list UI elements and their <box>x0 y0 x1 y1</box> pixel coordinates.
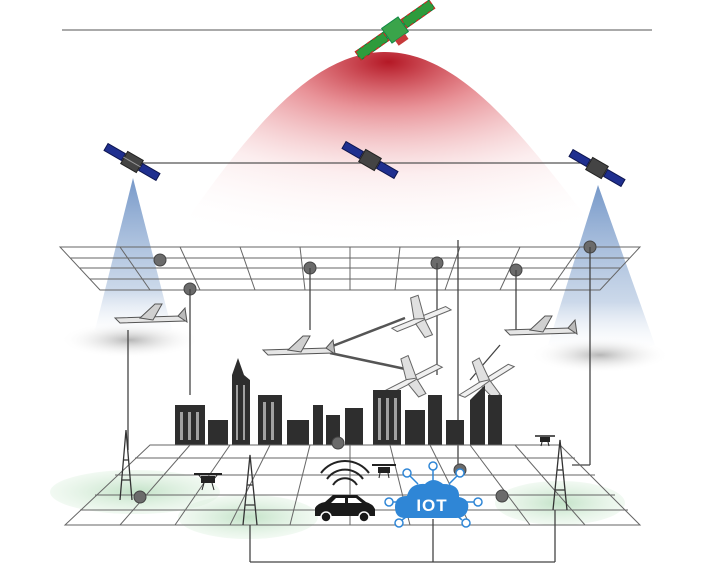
uav-links <box>329 316 411 372</box>
right-cone-shadow <box>530 337 670 373</box>
leo-satellite-icon <box>341 140 399 180</box>
cell-tower-icon <box>552 439 568 511</box>
cell-tower-icon <box>242 454 258 526</box>
aerial-node <box>153 253 167 267</box>
left-cone-shadow <box>60 322 200 358</box>
uav-icon <box>390 294 453 339</box>
iot-cloud-icon: IOT <box>384 461 483 528</box>
right-coverage-cone <box>548 185 655 353</box>
geo-satellite-icon <box>354 0 436 61</box>
city-skyline-icon <box>175 358 502 445</box>
ground-grid <box>63 444 642 526</box>
quadcopter-drone-icon <box>535 435 555 447</box>
wireless-signal-icon <box>320 460 370 486</box>
uav-icon <box>503 315 578 336</box>
geo-coverage-cone <box>165 52 612 250</box>
car-icon <box>315 495 375 523</box>
cell-tower-icon <box>119 429 133 501</box>
iot-label: IOT <box>416 496 447 515</box>
quadcopter-drone-icon <box>194 473 222 491</box>
city-windows <box>180 385 397 440</box>
ground-node <box>495 489 509 503</box>
ground-zone-left <box>50 470 220 514</box>
quadcopter-drone-icon <box>372 464 396 479</box>
uav-icon <box>457 357 516 399</box>
leo-satellite-icon <box>568 148 626 188</box>
ground-zone-right <box>495 481 625 525</box>
uav-icon <box>113 303 188 324</box>
leo-satellite-icon <box>103 142 161 182</box>
ground-zone-center <box>178 495 318 539</box>
ground-node <box>133 490 147 504</box>
uav-icon <box>261 335 336 356</box>
backhaul-bus <box>249 510 556 563</box>
ground-node <box>331 436 345 450</box>
